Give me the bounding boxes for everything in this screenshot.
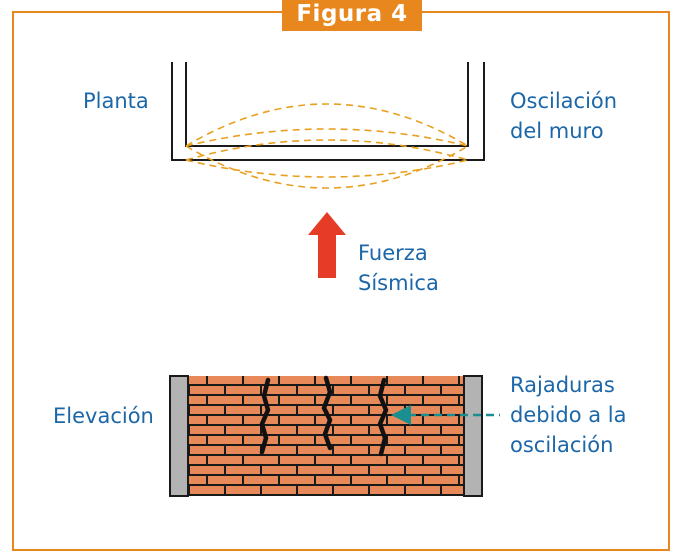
rajaduras-label-line3: oscilación [510,433,614,457]
crack-1 [259,377,271,455]
plan-walls [171,62,485,161]
planta-label: Planta [83,89,149,113]
crack-2 [321,375,333,451]
seismic-force-arrow [308,212,346,278]
crack-3 [377,377,389,457]
rajaduras-label-line1: Rajaduras [510,373,615,397]
rajaduras-label-line2: debido a la [510,403,627,427]
wall-cracks [259,375,389,457]
right-column [463,375,483,497]
left-column [169,375,189,497]
crack-pointer-arrow [391,405,500,425]
elevacion-label: Elevación [53,404,154,428]
fuerza-label: Fuerza [358,241,428,265]
sismica-label: Sísmica [358,271,439,295]
seismic-wall-diagram [169,62,500,497]
oscillation-curves [185,103,469,189]
figure-title: Figura 4 [282,0,422,31]
oscilacion-label-line2: del muro [510,119,604,143]
oscilacion-label-line1: Oscilación [510,89,618,113]
